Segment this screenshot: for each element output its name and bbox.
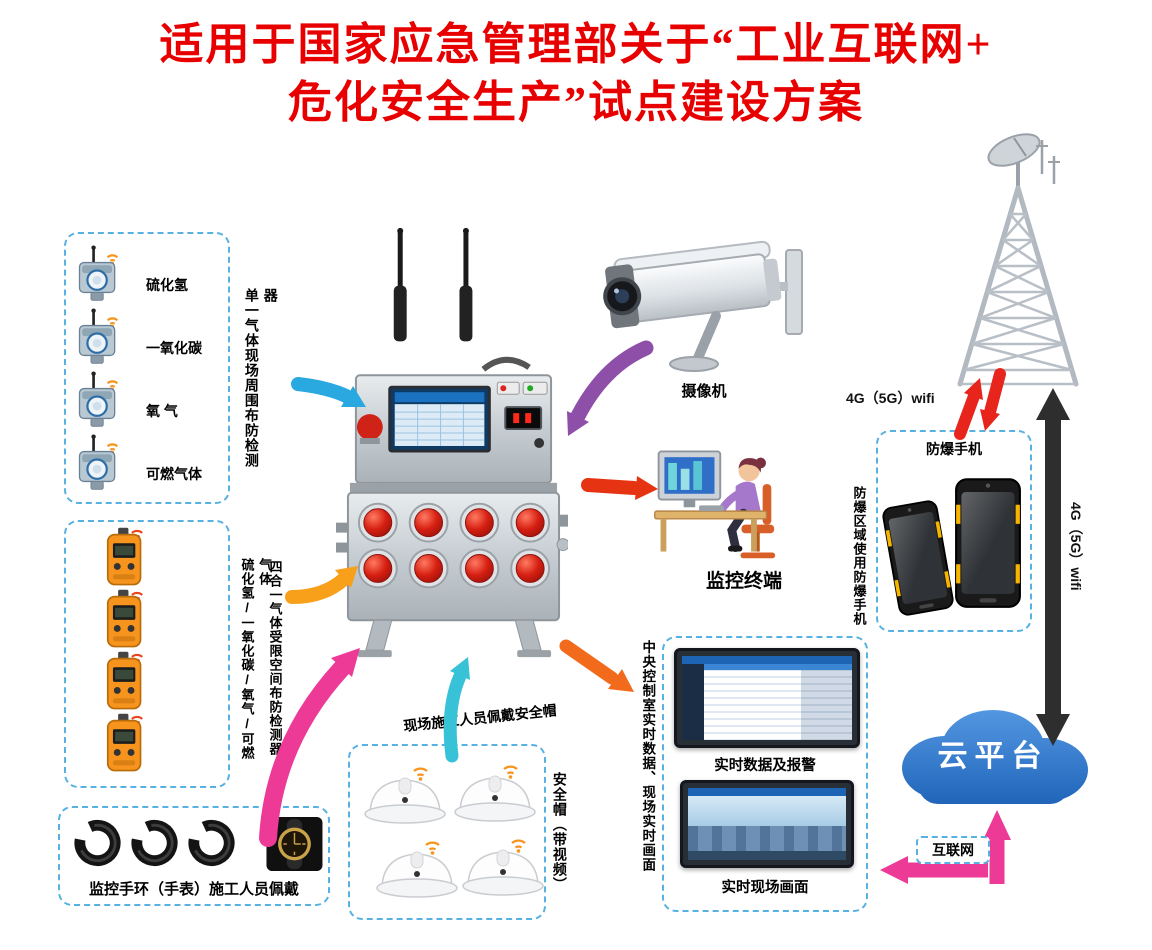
wristband-label: 监控手环（手表）施工人员佩戴 (88, 881, 299, 898)
arrow-cabinet-to-terminal (581, 476, 658, 500)
detector-row: 硫化氢 (74, 240, 220, 303)
detector-row: 一氧化碳 (74, 303, 220, 366)
alarm-beacon (356, 414, 383, 441)
title-line2: 危化安全生产”试点建设方案 (288, 78, 864, 128)
cloud-label: 云平台 (937, 740, 1049, 773)
rugged-phone-icon (879, 498, 958, 619)
cabinet-screen (388, 385, 491, 453)
detector-row: 可燃气体 (74, 429, 220, 492)
wifi-label: 4G（5G）wifi (846, 390, 935, 406)
live-view-screen (680, 780, 854, 868)
gas-detector-icon (74, 371, 136, 429)
internet-label: 互联网 (916, 836, 990, 864)
realtime-data-label: 实时数据及报警 (714, 758, 816, 774)
screen-panel (682, 664, 705, 740)
phone-label: 防爆手机 (926, 441, 982, 457)
rugged-phone-icon (954, 476, 1022, 610)
screen-banner (682, 656, 852, 664)
arrow-tower-to-cloud (1036, 388, 1070, 746)
helmet-top-label: 现场施工人员佩戴安全帽 (402, 701, 558, 735)
cabinet-handle (481, 356, 531, 372)
wristband-icon (184, 816, 239, 868)
monitoring-terminal (654, 450, 776, 559)
cctv-camera (603, 240, 803, 372)
wristband-box: 监控手环（手表）施工人员佩戴 (58, 806, 330, 906)
wifi-vertical-label: 4G（5G）wifi (1068, 502, 1084, 591)
phone-box: 防爆手机 (876, 430, 1032, 632)
helmet-icon (374, 838, 460, 902)
screen-table (801, 664, 852, 740)
screen-table (704, 664, 801, 740)
gas-detector-icon (74, 308, 136, 366)
wristband-icon (70, 816, 125, 868)
satellite-dish-icon (987, 133, 1060, 188)
phone-side-label: 防爆区域使用防爆手机 (851, 486, 867, 626)
portable-detector-icon (100, 526, 150, 588)
terminal-label: 监控终端 (705, 571, 782, 592)
helmet-icon (452, 762, 538, 826)
gas-label: 一氧化碳 (146, 340, 202, 356)
fixed-detectors-box: 硫化氢 一氧化碳 氧 气 可燃气体 (64, 232, 230, 504)
camera-label: 摄像机 (681, 383, 727, 400)
helmet-box (348, 744, 546, 920)
arrow-helmet-to-cabinet (443, 657, 470, 763)
realtime-data-screen (674, 648, 860, 748)
gas-label: 可燃气体 (146, 466, 202, 482)
fixed-detectors-side-label: 单一气体现场周围布防检测器 (243, 288, 279, 468)
cabinet-legs (357, 619, 552, 658)
page-title: 适用于国家应急管理部关于“工业互联网+ 危化安全生产”试点建设方案 (0, 16, 1152, 132)
plant-ground (688, 850, 846, 860)
cabinet-antennas (393, 227, 473, 342)
plant-structures (688, 826, 846, 851)
portable-detector-icon (100, 650, 150, 712)
wristband-icon (127, 816, 182, 868)
portable-detector-icon (100, 712, 150, 774)
arrow-cabinet-to-screens (559, 639, 634, 692)
helmet-icon (460, 836, 546, 900)
emergency-buttons (357, 502, 551, 589)
led-display (504, 406, 543, 431)
control-cabinet (335, 227, 568, 658)
control-room-box: 实时数据及报警 实时现场画面 (662, 636, 868, 912)
telecom-tower (957, 133, 1079, 387)
portable-detectors-gas-label: 硫化氢/一氧化碳/氧气/可燃气体 (239, 558, 273, 760)
gas-label: 氧 气 (146, 403, 178, 419)
plant-sky (688, 796, 846, 827)
title-line1: 适用于国家应急管理部关于“工业互联网+ (159, 20, 993, 69)
watch-icon (265, 816, 324, 872)
gas-label: 硫化氢 (146, 277, 188, 293)
cloud-platform (902, 710, 1088, 804)
helmet-side-label: 安全帽（带视频） (551, 772, 568, 892)
portable-detectors-side-label: 四合一气体受限空间布防检测器 (267, 560, 283, 756)
gas-detector-icon (74, 245, 136, 303)
screen-banner (688, 788, 846, 796)
portable-detectors-box (64, 520, 230, 788)
helmet-icon (362, 764, 448, 828)
detector-row: 氧 气 (74, 366, 220, 429)
gas-detector-icon (74, 434, 136, 492)
live-view-label: 实时现场画面 (721, 880, 809, 896)
portable-detector-icon (100, 588, 150, 650)
control-room-side-label: 中央控制室实时数据、现场实时画面 (640, 640, 656, 872)
